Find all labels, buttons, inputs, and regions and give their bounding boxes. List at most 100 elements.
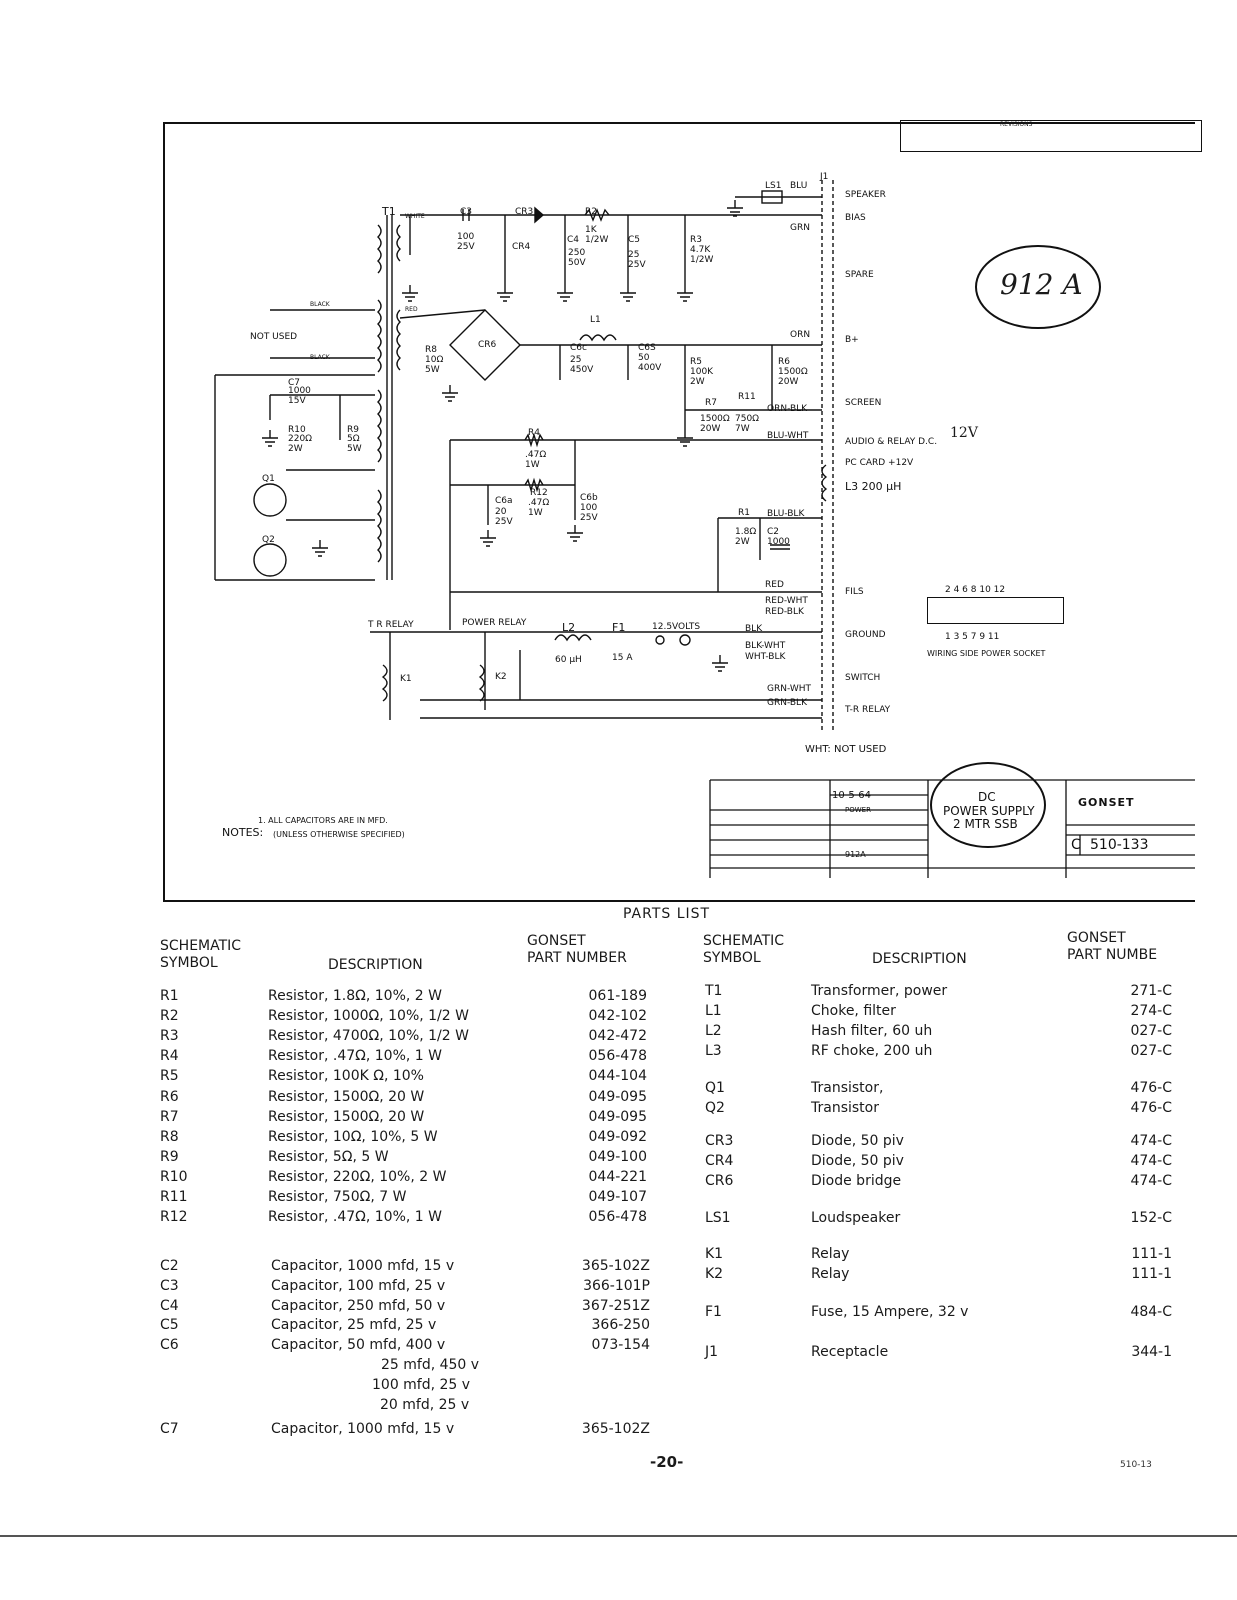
parts-row-symbol: Q1 [705, 1080, 725, 1096]
model-badge-oval [975, 245, 1101, 329]
black-wire-2: BLACK [310, 354, 330, 361]
parts-row-part-number: 049-092 [588, 1128, 648, 1145]
parts-row-symbol: L3 [705, 1043, 722, 1059]
parts-row-part-number: 049-107 [588, 1189, 648, 1205]
r8-value: 10Ω 5W [425, 355, 444, 375]
parts-row-description: Capacitor, 25 mfd, 25 v [271, 1317, 437, 1334]
notes-qualifier: (UNLESS OTHERWISE SPECIFIED) [273, 830, 405, 839]
parts-row-symbol: F1 [705, 1304, 722, 1320]
parts-row-symbol: J1 [705, 1344, 719, 1360]
power-socket [927, 597, 1064, 624]
parts-row-description: Resistor, 1.8Ω, 10%, 2 W [268, 988, 442, 1004]
right-description-header: DESCRIPTION [872, 951, 967, 967]
wire-wht-blk: WHT-BLK [745, 652, 786, 662]
parts-row-symbol: R3 [160, 1028, 179, 1045]
c6a-value: 20 25V [495, 507, 513, 527]
parts-row-part-number: 027-C [1130, 1043, 1172, 1059]
tb-size: C [1071, 837, 1081, 853]
c2-label: C2 [767, 527, 780, 537]
r1-value: 1.8Ω 2W [735, 527, 757, 547]
parts-row-description: Receptacle [811, 1344, 889, 1360]
parts-row-description: Resistor, 100K Ω, 10% [268, 1068, 424, 1085]
model-badge: 912 A [1000, 268, 1083, 301]
pin-fils: FILS [845, 587, 864, 597]
k2-label: K2 [495, 672, 507, 682]
pin-tr-relay: T-R RELAY [845, 705, 891, 715]
parts-row-symbol: C4 [160, 1297, 179, 1314]
pin-speaker: SPEAKER [845, 190, 886, 200]
parts-row-part-number: 056-478 [588, 1209, 648, 1226]
parts-row-description: Choke, filter [811, 1003, 896, 1019]
f1-value: 15 A [612, 653, 633, 663]
t1-label: T1 [382, 205, 396, 218]
r6-value: 1500Ω 20W [778, 367, 808, 387]
j1-label: J1 [820, 172, 829, 182]
c5-value: 25 25V [628, 250, 646, 270]
parts-row-symbol: CR4 [705, 1153, 734, 1169]
socket-caption: WIRING SIDE POWER SOCKET [927, 649, 1046, 658]
parts-row-description: Resistor, 1500Ω, 20 W [268, 1108, 425, 1125]
parts-row-description: Transistor, [811, 1080, 884, 1096]
c6c-label: C6c [570, 343, 587, 353]
note-1: 1. ALL CAPACITORS ARE IN MFD. [258, 816, 388, 825]
parts-row-description: 100 mfd, 25 v [372, 1376, 471, 1393]
c4-value: 250 50V [568, 248, 586, 268]
wire-grn-wht: GRN-WHT [767, 684, 812, 694]
revisions-label: REVISIONS [1000, 121, 1033, 128]
pin-pc-card: PC CARD +12V [845, 458, 914, 468]
black-wire-1: BLACK [310, 301, 330, 308]
r8-label: R8 [425, 345, 437, 355]
wire-red-wht: RED-WHT [765, 596, 808, 606]
parts-row-part-number: 049-100 [588, 1148, 648, 1165]
parts-list-title: PARTS LIST [623, 906, 711, 922]
parts-row-part-number: 061-189 [588, 988, 648, 1004]
parts-row-part-number: 476-C [1130, 1100, 1172, 1116]
left-symbol-header: SCHEMATIC SYMBOL [160, 938, 242, 971]
parts-row-symbol: R12 [160, 1209, 188, 1226]
tb-model: 912A [845, 850, 866, 859]
wire-red-blk: RED-BLK [765, 607, 804, 617]
cr6-label: CR6 [478, 340, 497, 350]
c7-label: C7 [288, 378, 301, 388]
pin-l3: L3 200 μH [845, 480, 902, 493]
parts-row-description: RF choke, 200 uh [811, 1043, 933, 1059]
c5-label: C5 [628, 235, 641, 245]
parts-row-description: Resistor, 5Ω, 5 W [268, 1148, 389, 1165]
parts-row-part-number: 474-C [1130, 1153, 1172, 1169]
r10-value: 220Ω 2W [288, 434, 313, 454]
bottom-rule [0, 1535, 1237, 1537]
r9-label: R9 [347, 425, 359, 435]
parts-row-description: Diode, 50 piv [811, 1133, 904, 1149]
tb-dwg-no: 510-133 [1090, 837, 1149, 853]
parts-row-part-number: 027-C [1130, 1023, 1172, 1039]
parts-row-part-number: 042-472 [588, 1028, 648, 1045]
tb-title-2: POWER SUPPLY [943, 804, 1035, 818]
r11-label: R11 [738, 392, 756, 402]
parts-row-symbol: R7 [160, 1108, 179, 1125]
parts-row-part-number: 042-102 [588, 1008, 648, 1025]
parts-row-part-number: 049-095 [588, 1108, 648, 1125]
q1-label: Q1 [262, 474, 275, 484]
parts-row-description: Diode bridge [811, 1173, 902, 1189]
r7-label: R7 [705, 398, 717, 408]
r2-label: R2 [585, 207, 597, 217]
parts-row-part-number: 344-1 [1131, 1344, 1172, 1360]
r10-label: R10 [288, 425, 306, 435]
pin-switch: SWITCH [845, 673, 881, 683]
parts-row-part-number: 367-251Z [581, 1297, 650, 1314]
c6b-label: C6b [580, 493, 598, 503]
r12-label: R12 [530, 488, 548, 498]
parts-row-description: Capacitor, 250 mfd, 50 v [271, 1297, 446, 1314]
volts-label: 12.5VOLTS [652, 622, 701, 632]
pin-bias: BIAS [845, 213, 866, 223]
r5-value: 100K 2W [690, 367, 714, 387]
parts-row-symbol: C3 [160, 1277, 179, 1294]
parts-row-description: Capacitor, 100 mfd, 25 v [271, 1277, 446, 1294]
parts-row-description: Diode, 50 piv [811, 1153, 904, 1169]
parts-row-symbol: C6 [160, 1337, 179, 1354]
parts-row-symbol: C2 [160, 1258, 179, 1274]
parts-row-part-number: 049-095 [588, 1088, 648, 1105]
parts-row-symbol: L2 [705, 1023, 722, 1039]
schematic-frame [163, 122, 1195, 902]
wire-orn: ORN [790, 330, 811, 340]
